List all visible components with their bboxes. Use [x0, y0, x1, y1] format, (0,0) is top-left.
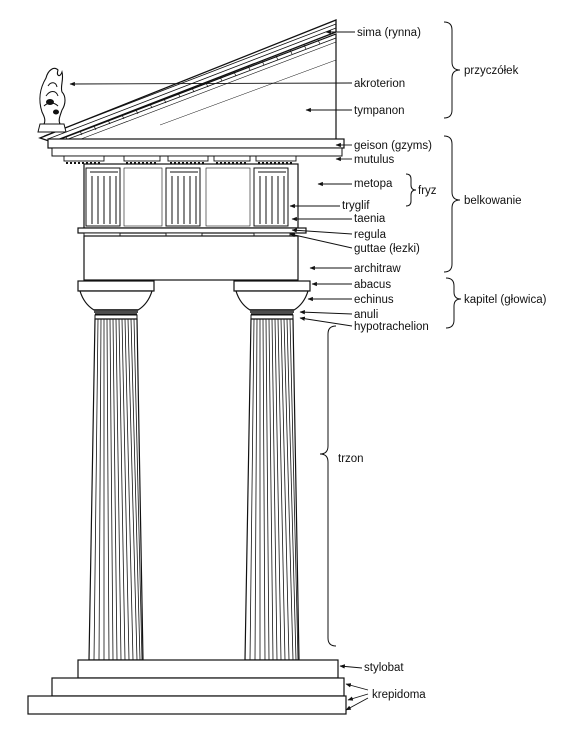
krepidoma-step-1 [51, 677, 345, 697]
column-left [77, 280, 155, 661]
architrave [83, 235, 299, 281]
label-mutulus: mutulus [354, 154, 395, 166]
brace-trzon [319, 325, 337, 647]
label-echinus: echinus [354, 294, 394, 306]
akroterion-ornament [37, 67, 67, 133]
braces [319, 21, 462, 647]
leader-lines [69, 29, 369, 711]
label-hypotrachelion: hypotrachelion [354, 321, 429, 333]
brace-przyczolek [443, 21, 461, 119]
brace-fryz [405, 173, 417, 207]
triglyph-2 [165, 167, 201, 227]
echinus-left [79, 290, 153, 311]
geison [47, 138, 345, 164]
anuli-left [94, 309, 138, 315]
stylobate [77, 659, 339, 679]
label-tympanon: tympanon [354, 105, 405, 117]
pediment [38, 19, 337, 148]
labels: sima (rynna) akroterion tympanon geison … [338, 27, 547, 701]
label-regula: regula [354, 229, 387, 241]
label-geison: geison (gzyms) [354, 140, 432, 152]
label-trzon: trzon [338, 453, 364, 465]
triglyph-1 [85, 167, 121, 227]
label-guttae: guttae (łezki) [354, 243, 420, 255]
label-tryglif: tryglif [342, 200, 370, 212]
label-akroterion: akroterion [354, 78, 405, 90]
label-abacus: abacus [354, 279, 391, 291]
label-sima: sima (rynna) [357, 27, 421, 39]
label-krepidoma: krepidoma [372, 689, 426, 701]
group-fryz: fryz [418, 185, 437, 197]
abacus-left [77, 280, 155, 292]
brace-kapitel [445, 277, 462, 329]
group-kapitel: kapitel (głowica) [464, 294, 547, 306]
label-stylobat: stylobat [364, 662, 404, 674]
label-architraw: architraw [354, 263, 401, 275]
abacus-right [233, 280, 311, 292]
frieze [83, 163, 299, 229]
anuli-right [250, 309, 294, 315]
label-anuli: anuli [354, 309, 378, 321]
krepidoma-step-2 [27, 695, 347, 715]
label-taenia: taenia [354, 213, 386, 225]
label-metopa: metopa [354, 178, 393, 190]
triglyph-3 [253, 167, 289, 227]
column-right [233, 280, 311, 661]
group-przyczolek: przyczółek [464, 65, 519, 77]
echinus-right [235, 290, 309, 311]
mutules [63, 155, 297, 164]
brace-belkowanie [443, 135, 461, 273]
group-belkowanie: belkowanie [464, 195, 522, 207]
